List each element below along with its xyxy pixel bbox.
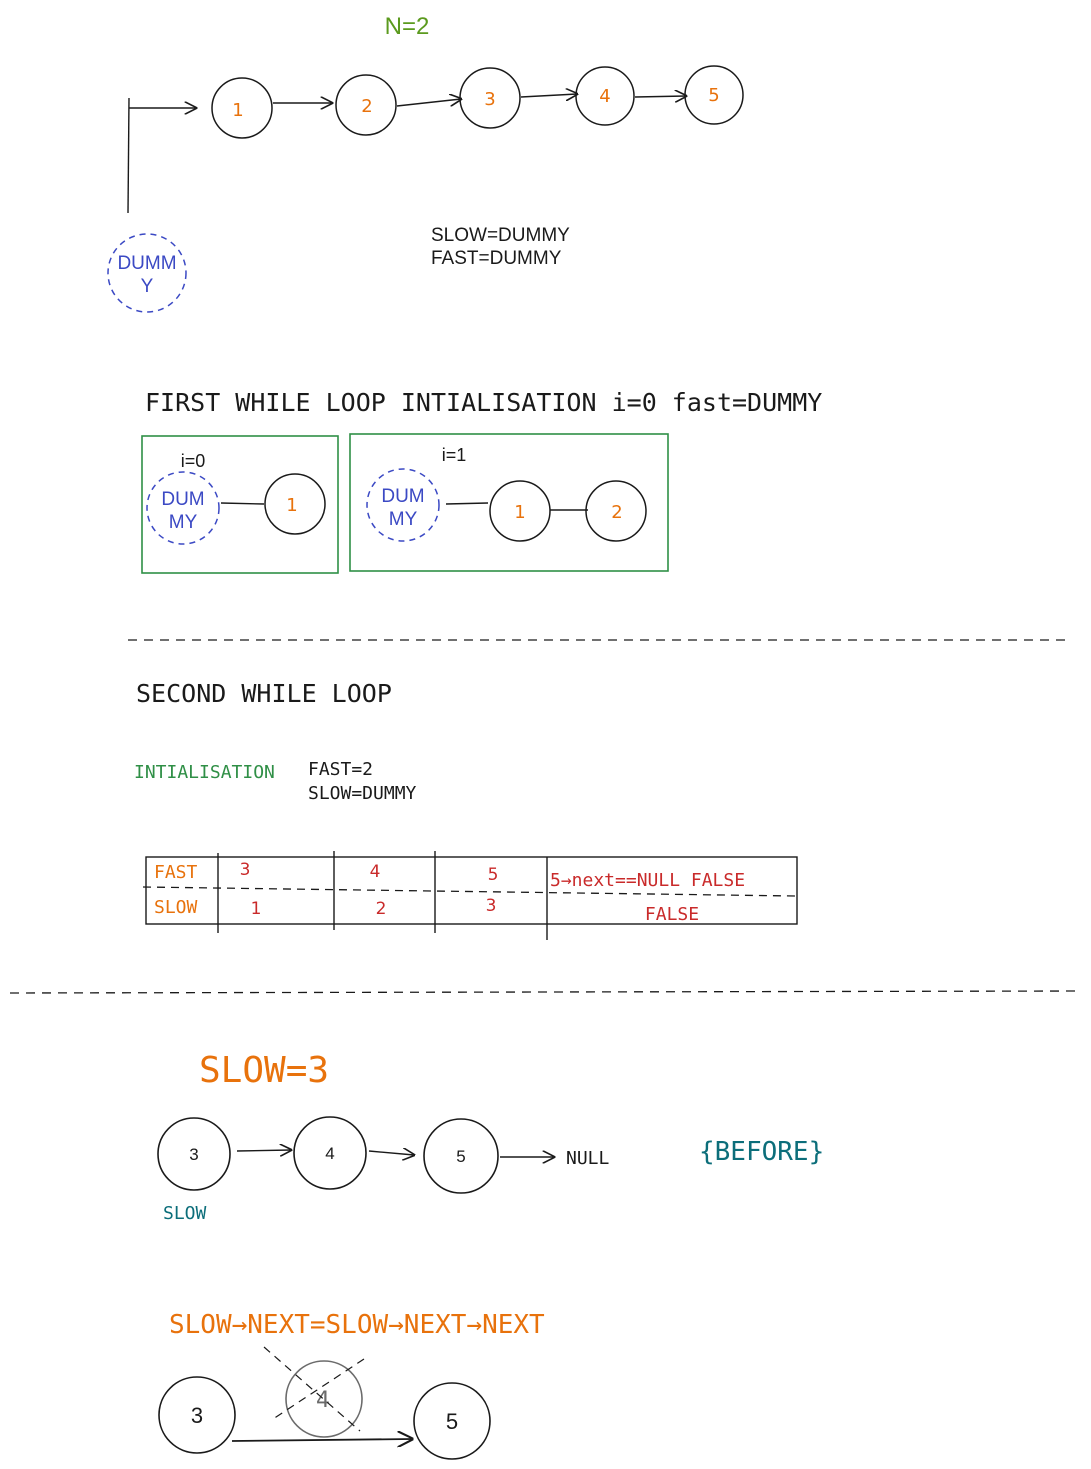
table-slow-label: SLOW <box>154 897 198 918</box>
before-arrow-4-5 <box>368 1151 414 1155</box>
box-i1-label: i=1 <box>442 445 467 465</box>
table-slow-value-1: 1 <box>251 899 262 919</box>
box-i0-dummy-node <box>146 471 220 545</box>
before-node-3 <box>157 1117 231 1191</box>
before-node-5 <box>423 1118 499 1194</box>
list-node-1: 1 <box>211 77 273 139</box>
arrow-3-4 <box>520 94 577 97</box>
before-node-5-label: 5 <box>456 1147 465 1166</box>
box-i1-node-2-label: 2 <box>611 502 622 523</box>
box-i1-node-2 <box>585 480 647 542</box>
dummy-node-label-line1: DUMM <box>117 253 176 274</box>
list-node-5-label: 5 <box>708 85 719 106</box>
box-i0-dummy-line2: MY <box>169 512 198 533</box>
after-list: 3 4 5 <box>158 1346 491 1460</box>
before-list: 3 4 5 NULL <box>157 1116 610 1194</box>
table-fast-value-3: 5 <box>488 865 499 885</box>
table-fast-check: 5→next==NULL FALSE <box>550 870 745 891</box>
box-i0-label: i=0 <box>181 451 206 471</box>
fast-init-text: FAST=DUMMY <box>431 248 562 269</box>
after-node-5-label: 5 <box>446 1409 458 1434</box>
first-loop-heading: FIRST WHILE LOOP INTIALISATION i=0 fast=… <box>145 388 822 417</box>
after-node-3 <box>158 1376 236 1454</box>
box-i1-dummy-line2: MY <box>389 509 418 530</box>
before-node-4 <box>293 1116 367 1190</box>
after-node-5 <box>413 1382 491 1460</box>
list-node-3-label: 3 <box>484 89 495 110</box>
removed-node-4-label: 4 <box>316 1388 330 1413</box>
bypass-arrow-3-5 <box>231 1439 412 1441</box>
dummy-node-label-line2: Y <box>141 276 154 297</box>
initialisation-label: INTIALISATION <box>134 762 275 783</box>
list-node-2: 2 <box>335 74 397 136</box>
dummy-node: DUMM Y <box>107 233 187 313</box>
second-loop-heading: SECOND WHILE LOOP <box>136 679 392 708</box>
list-node-3: 3 <box>459 67 521 129</box>
box-i0-node-1-label: 1 <box>286 495 297 516</box>
list-node-2-label: 2 <box>361 96 372 117</box>
table-slow-value-3: 3 <box>486 896 497 916</box>
after-node-3-label: 3 <box>191 1403 203 1428</box>
slow-result-title: SLOW=3 <box>199 1050 329 1091</box>
table-fast-label: FAST <box>154 862 198 883</box>
before-node-3-label: 3 <box>189 1145 198 1164</box>
first-loop-box-i1: i=1 DUM MY 1 2 <box>349 433 669 572</box>
section-divider-2 <box>9 990 1083 994</box>
box-i1-dummy-node <box>366 468 440 542</box>
arrow-2-3 <box>396 99 461 107</box>
slow-pointer-label: SLOW <box>163 1203 207 1224</box>
before-node-4-label: 4 <box>325 1144 334 1163</box>
removed-node-4: 4 <box>263 1346 365 1438</box>
list-node-1-label: 1 <box>232 100 243 121</box>
deletion-formula: SLOW→NEXT=SLOW→NEXT→NEXT <box>169 1310 545 1340</box>
n-value-label: N=2 <box>385 13 430 40</box>
box-i0-link <box>220 502 265 505</box>
list-node-4-label: 4 <box>599 86 610 107</box>
null-label: NULL <box>566 1148 610 1169</box>
trace-table: FAST SLOW 3 4 5 1 2 3 5→next==NULL FALSE… <box>142 851 798 940</box>
box-i0-dummy-line1: DUM <box>161 489 204 510</box>
box-i1-dummy-line1: DUM <box>381 486 424 507</box>
box-i0-node-1 <box>264 473 326 535</box>
second-slow-init: SLOW=DUMMY <box>308 783 417 804</box>
box-i1-link-a <box>445 502 489 505</box>
box-i1-node-1-label: 1 <box>514 502 525 523</box>
table-slow-value-2: 2 <box>376 899 387 919</box>
second-fast-init: FAST=2 <box>308 759 373 780</box>
before-tag: {BEFORE} <box>699 1137 824 1167</box>
arrow-4-5 <box>634 96 686 97</box>
table-fast-value-2: 4 <box>370 862 381 882</box>
list-node-5: 5 <box>684 65 744 125</box>
dummy-pointer-arrow <box>127 97 196 214</box>
box-i1-node-1 <box>489 480 551 542</box>
first-loop-box-i0: i=0 DUM MY 1 <box>141 435 339 574</box>
list-node-4: 4 <box>575 66 635 126</box>
before-arrow-3-4 <box>236 1150 291 1151</box>
slow-init-text: SLOW=DUMMY <box>431 225 570 246</box>
table-slow-check: FALSE <box>645 904 699 925</box>
table-fast-value-1: 3 <box>240 860 251 880</box>
